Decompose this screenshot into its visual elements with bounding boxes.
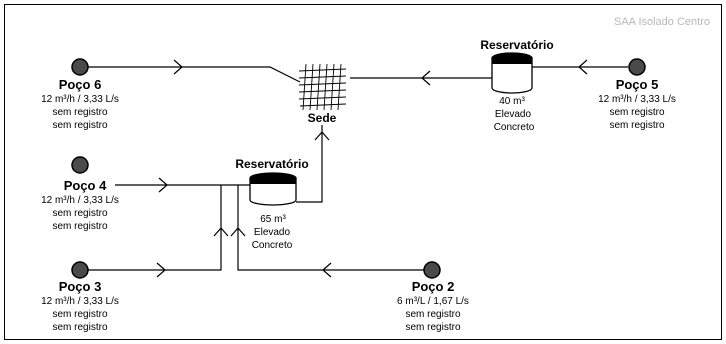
reservoir-40-icon (491, 52, 533, 94)
pipe-poco6-sede (88, 66, 301, 83)
well-poco2-flow: 6 m³/L / 1,67 L/s (397, 296, 469, 307)
well-poco6-icon (71, 58, 89, 76)
well-poco4-flow: 12 m³/h / 3,33 L/s (41, 195, 119, 206)
arrow-poco6 (173, 59, 183, 75)
pipe-poco3-junction (88, 185, 222, 271)
well-poco2-icon (423, 261, 441, 279)
pipe-poco2-reservoir2 (237, 185, 432, 271)
arrow-poco4 (158, 177, 168, 193)
reservoir-40-volume: 40 m³ (499, 96, 525, 107)
arrow-poco2 (322, 262, 332, 278)
reservoir-40-label: Reservatório (480, 38, 553, 52)
arrow-sede-up (314, 131, 330, 141)
well-poco3-status2: sem registro (52, 322, 107, 333)
reservoir-65-volume: 65 m³ (260, 214, 286, 225)
well-poco3-icon (71, 261, 89, 279)
well-poco3-name: Poço 3 (59, 279, 102, 294)
well-poco4-name: Poço 4 (64, 178, 107, 193)
well-poco3-status1: sem registro (52, 309, 107, 320)
well-poco4-status1: sem registro (52, 208, 107, 219)
arrow-reservoir1 (421, 70, 431, 86)
well-poco6-status2: sem registro (52, 120, 107, 131)
diagram-frame (4, 4, 722, 340)
reservoir-65-type: Elevado (254, 227, 291, 238)
well-poco5-icon (628, 58, 646, 76)
well-poco5-name: Poço 5 (616, 77, 659, 92)
well-poco6-name: Poço 6 (59, 77, 102, 92)
well-poco2-name: Poço 2 (412, 279, 455, 294)
well-poco5-flow: 12 m³/h / 3,33 L/s (598, 94, 676, 105)
arrow-poco5 (578, 59, 588, 75)
well-poco4-status2: sem registro (52, 221, 107, 232)
well-poco2-status1: sem registro (405, 309, 460, 320)
well-poco4-icon (71, 156, 89, 174)
reservoir-65-icon (249, 172, 297, 206)
well-poco6-status1: sem registro (52, 107, 107, 118)
diagram-title: SAA Isolado Centro (614, 16, 710, 28)
reservoir-65-material: Concreto (252, 240, 293, 251)
sede-label: Sede (308, 111, 337, 125)
well-poco6-flow: 12 m³/h / 3,33 L/s (41, 94, 119, 105)
arrow-poco2-up (230, 227, 246, 237)
pipe-reservoir2-sede (296, 125, 323, 203)
reservoir-40-type: Elevado (495, 109, 532, 120)
arrow-poco3 (156, 262, 166, 278)
well-poco5-status1: sem registro (609, 107, 664, 118)
well-poco2-status2: sem registro (405, 322, 460, 333)
well-poco3-flow: 12 m³/h / 3,33 L/s (41, 296, 119, 307)
reservoir-40-material: Concreto (494, 122, 535, 133)
reservoir-65-label: Reservatório (235, 157, 308, 171)
sede-grid-icon (298, 63, 347, 111)
well-poco5-status2: sem registro (609, 120, 664, 131)
arrow-poco3-up (213, 227, 229, 237)
